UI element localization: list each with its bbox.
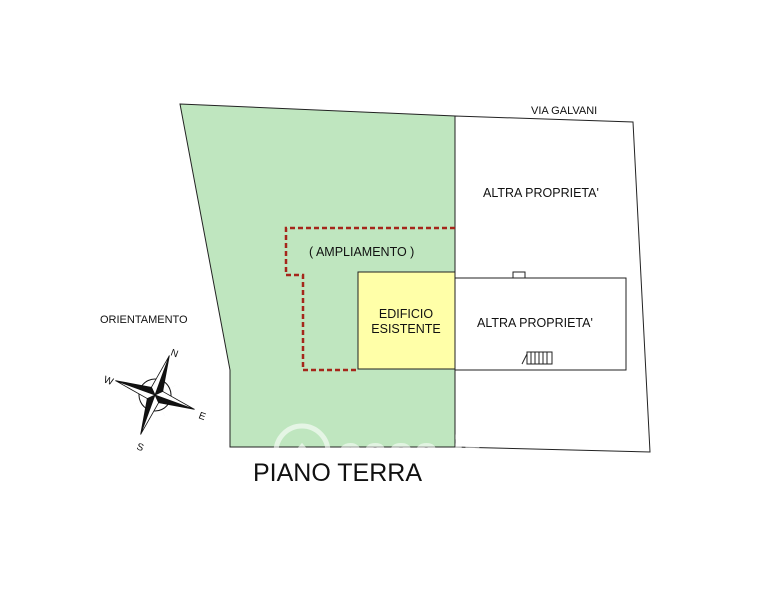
neighbor-building bbox=[454, 277, 627, 371]
street-label: VIA GALVANI bbox=[531, 105, 597, 117]
watermark-house-icon bbox=[285, 442, 319, 462]
watermark-text: casa.it bbox=[337, 426, 480, 478]
existing-building-label-line1: EDIFICIO bbox=[379, 307, 433, 321]
compass-east-label: E bbox=[197, 410, 207, 423]
compass-west-label: W bbox=[102, 374, 115, 388]
compass-rose-icon bbox=[115, 355, 195, 435]
watermark: casa.it bbox=[273, 423, 480, 481]
compass-south-label: S bbox=[135, 441, 145, 454]
orientation-label: ORIENTAMENTO bbox=[100, 314, 188, 326]
extension-label: ( AMPLIAMENTO ) bbox=[309, 245, 414, 259]
compass-north-label: N bbox=[169, 347, 180, 360]
existing-building bbox=[357, 271, 456, 370]
neighbor-top-label: ALTRA PROPRIETA' bbox=[483, 186, 599, 200]
existing-building-label-line2: ESISTENTE bbox=[371, 322, 440, 336]
neighbor-building-notch bbox=[512, 271, 526, 279]
staircase-icon bbox=[521, 351, 553, 365]
watermark-logo-icon bbox=[273, 423, 331, 481]
extension-outline bbox=[284, 226, 455, 372]
floor-title: PIANO TERRA bbox=[253, 459, 422, 487]
neighbor-bottom-label: ALTRA PROPRIETA' bbox=[477, 316, 593, 330]
